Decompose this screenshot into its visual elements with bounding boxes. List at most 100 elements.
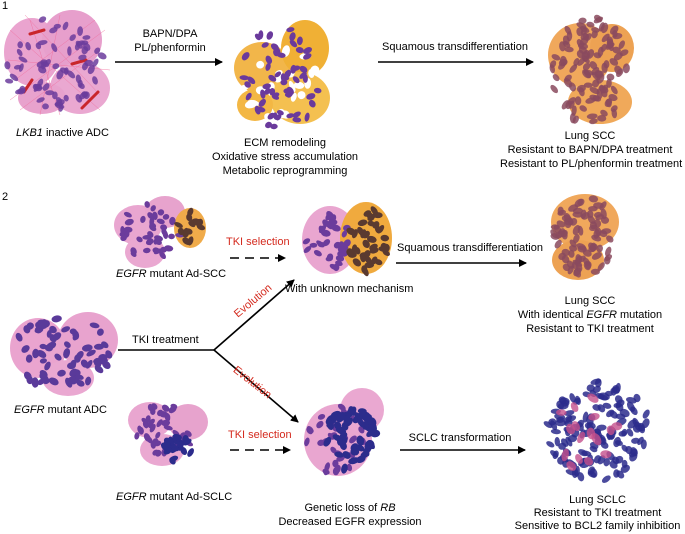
cell-nucleus: [143, 247, 151, 254]
identical-egfr-gene: EGFR: [586, 309, 617, 321]
cell-nucleus: [308, 69, 315, 78]
cell-nucleus: [157, 209, 165, 216]
cell-nucleus: [161, 404, 170, 412]
resistant-tki-text-1: Resistant to TKI treatment: [526, 323, 654, 335]
cell-nucleus: [550, 84, 559, 94]
cell-nucleus: [371, 256, 378, 265]
cell-nucleus: [596, 73, 605, 84]
cell-nucleus: [610, 85, 618, 95]
cell-nucleus: [174, 221, 183, 229]
cell-nucleus: [318, 225, 327, 234]
cell-nucleus: [576, 22, 587, 30]
cell-nucleus: [614, 395, 623, 404]
ad-sclc-tissue-image: [128, 402, 208, 466]
cell-nucleus: [120, 226, 126, 236]
cell-nucleus: [378, 246, 389, 252]
cell-nucleus: [65, 377, 73, 388]
cell-nucleus: [364, 255, 373, 265]
cell-nucleus: [341, 463, 348, 474]
cell-nucleus: [276, 110, 284, 116]
cell-nucleus: [593, 202, 604, 209]
cell-nucleus: [72, 330, 80, 340]
egfr-adc-label: EGFR mutant ADC: [14, 404, 107, 417]
cell-nucleus: [265, 62, 271, 71]
cell-nucleus: [94, 47, 101, 54]
cell-nucleus: [170, 445, 179, 454]
cell-nucleus: [63, 348, 71, 359]
cell-nucleus: [337, 245, 348, 253]
cell-nucleus: [262, 83, 271, 90]
cell-nucleus: [360, 229, 367, 239]
cell-nucleus: [576, 243, 587, 251]
cell-nucleus: [147, 212, 154, 220]
cell-nucleus: [40, 59, 48, 66]
cell-nucleus: [622, 63, 630, 74]
cell-nucleus: [591, 432, 602, 446]
cell-nucleus: [130, 247, 137, 255]
cell-nucleus: [75, 350, 84, 360]
cell-nucleus: [591, 234, 602, 242]
genetic-loss-pre: Genetic loss of: [304, 502, 381, 514]
cell-nucleus: [564, 46, 574, 53]
cell-nucleus: [597, 46, 604, 57]
cell-nucleus: [320, 229, 331, 237]
cell-nucleus: [362, 239, 370, 249]
cell-nucleus: [557, 402, 569, 410]
cell-nucleus: [590, 268, 601, 275]
cell-nucleus: [25, 42, 32, 51]
squamous-transdifferentiation-label-1: Squamous transdifferentiation: [382, 41, 528, 53]
cell-nucleus: [38, 321, 48, 329]
cell-nucleus: [597, 114, 607, 122]
cell-nucleus: [593, 211, 602, 218]
cell-nucleus: [606, 235, 614, 243]
cell-nucleus: [626, 401, 636, 412]
cell-nucleus: [241, 52, 250, 61]
cell-nucleus: [180, 447, 188, 455]
cell-nucleus: [606, 41, 613, 49]
cell-nucleus: [31, 377, 39, 388]
cell-nucleus: [630, 447, 638, 457]
cell-nucleus: [569, 64, 578, 73]
cell-nucleus: [265, 55, 273, 65]
cell-nucleus: [308, 99, 316, 108]
lung-scc-tissue-image-2: [550, 194, 619, 280]
cell-nucleus: [292, 117, 302, 123]
cell-nucleus: [124, 218, 134, 226]
cell-nucleus: [346, 463, 353, 472]
cell-nucleus: [261, 42, 269, 48]
cell-nucleus: [551, 54, 561, 61]
cell-nucleus: [274, 71, 282, 78]
cell-nucleus: [343, 415, 350, 425]
cell-nucleus: [586, 21, 595, 28]
cell-nucleus: [303, 53, 312, 60]
cell-nucleus: [138, 426, 144, 435]
cell-nucleus: [69, 368, 78, 377]
cell-nucleus: [87, 65, 95, 75]
cell-nucleus: [136, 236, 143, 243]
sensitive-bcl2-text: Sensitive to BCL2 family inhibition: [514, 520, 681, 532]
cell-nucleus: [89, 322, 100, 329]
cell-nucleus: [601, 33, 610, 43]
cell-nucleus: [288, 80, 296, 93]
cell-nucleus: [182, 230, 189, 238]
section-1-number: 1: [2, 0, 9, 12]
cell-nucleus: [562, 40, 571, 48]
cell-nucleus: [156, 218, 165, 225]
cell-nucleus: [163, 447, 172, 455]
cell-nucleus: [289, 32, 296, 41]
cell-nucleus: [18, 63, 24, 72]
egfr-adc-tissue-image: [10, 312, 118, 396]
cell-nucleus: [626, 428, 634, 437]
cell-nucleus: [37, 378, 45, 386]
cell-nucleus: [162, 214, 170, 220]
cell-nucleus: [32, 84, 43, 92]
cell-nucleus: [613, 469, 620, 478]
cell-nucleus: [317, 414, 326, 420]
cell-nucleus: [75, 74, 82, 84]
sclc-transformation-label: SCLC transformation: [408, 432, 512, 444]
cell-nucleus: [325, 221, 334, 230]
lkb1-adc-label-rest: inactive ADC: [42, 127, 109, 139]
oxidative-stress-text: Oxidative stress accumulation: [211, 151, 359, 163]
cell-nucleus: [583, 82, 593, 88]
cell-nucleus: [67, 362, 76, 370]
